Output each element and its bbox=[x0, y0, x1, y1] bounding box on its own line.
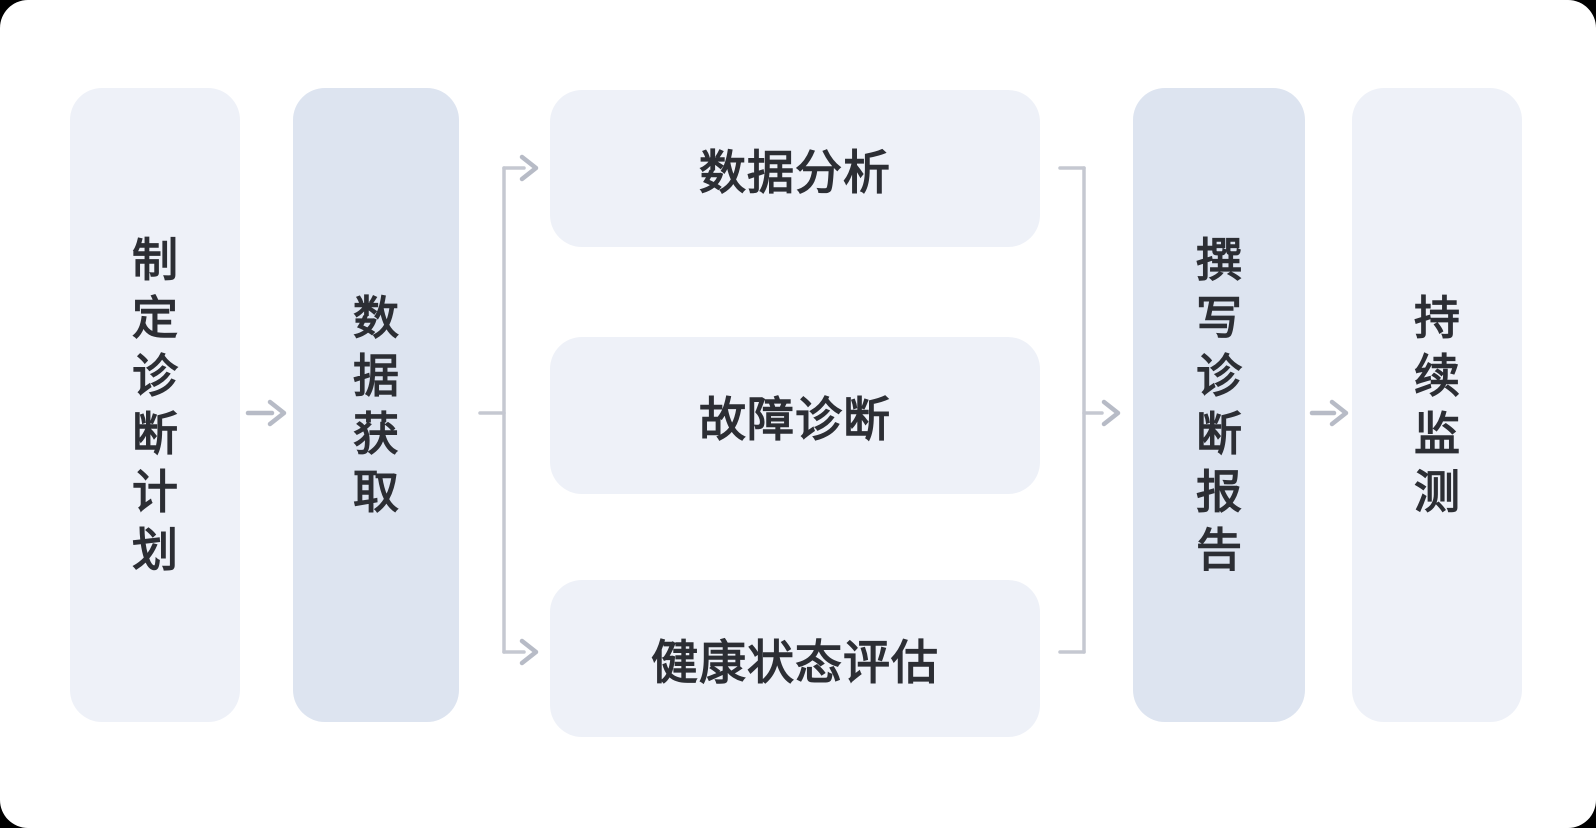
node-health-label: 健康状态评估 bbox=[651, 636, 939, 689]
node-health: 健康状态评估 bbox=[550, 580, 1040, 737]
arrow-report-to-monitor bbox=[1309, 399, 1349, 427]
fanout-connector-left bbox=[478, 166, 526, 654]
node-monitor: 持续监测 bbox=[1352, 88, 1522, 722]
node-analysis: 数据分析 bbox=[550, 90, 1040, 247]
arrow-into-report bbox=[1101, 399, 1121, 427]
node-analysis-label: 数据分析 bbox=[699, 146, 891, 199]
arrow-into-analysis bbox=[519, 154, 539, 182]
node-acquire: 数据获取 bbox=[293, 88, 459, 722]
node-fault-label: 故障诊断 bbox=[699, 393, 891, 446]
node-monitor-label: 持续监测 bbox=[1414, 292, 1460, 518]
node-plan-label: 制定诊断计划 bbox=[132, 234, 178, 576]
node-acquire-label: 数据获取 bbox=[353, 292, 399, 518]
node-fault: 故障诊断 bbox=[550, 337, 1040, 494]
arrow-plan-to-acquire bbox=[245, 399, 287, 427]
node-report-label: 撰写诊断报告 bbox=[1196, 234, 1242, 576]
fanin-connector-right bbox=[1058, 166, 1104, 654]
arrow-into-health bbox=[519, 638, 539, 666]
node-plan: 制定诊断计划 bbox=[70, 88, 240, 722]
node-report: 撰写诊断报告 bbox=[1133, 88, 1305, 722]
